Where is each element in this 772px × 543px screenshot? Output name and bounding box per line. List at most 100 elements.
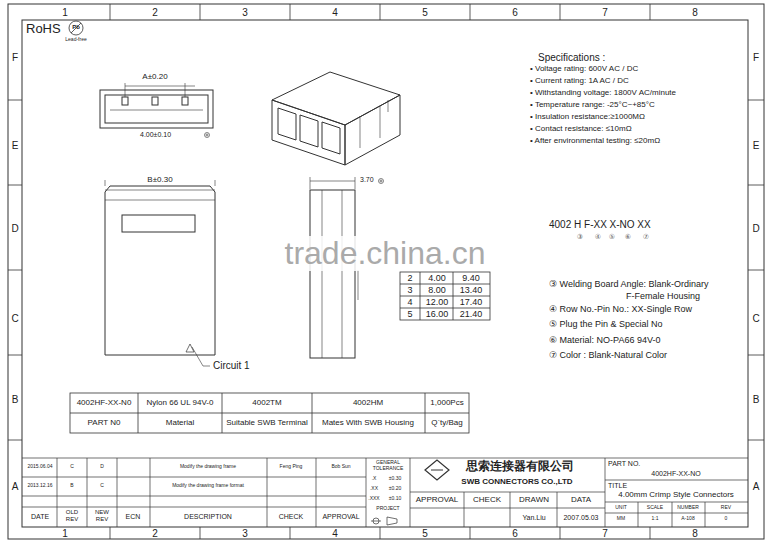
drawing-label: B	[70, 483, 73, 489]
drawing-label: TITLE	[608, 482, 627, 490]
drawing-label: A±0.20	[142, 73, 167, 82]
drawing-label: GENERAL TOLERANCE	[369, 460, 407, 471]
drawing-label: • Current rating: 1A AC / DC	[530, 77, 629, 86]
drawing-label: 12.00	[426, 298, 449, 308]
drawing-label: A-108	[681, 516, 694, 522]
drawing-label: DATA	[571, 496, 591, 505]
drawing-label: RoHS	[26, 22, 61, 36]
drawing-label: 4.00±0.10	[140, 131, 171, 139]
drawing-label: 5	[422, 7, 428, 18]
drawing-label: ⑥ Material: NO-PA66 94V-0	[549, 336, 660, 346]
drawing-label: 2	[152, 528, 158, 539]
drawing-label: ③ Welding Board Angle: Blank-Ordinary	[549, 280, 708, 290]
drawing-label: DATE	[31, 513, 49, 521]
drawing-label: ±0.20	[389, 486, 401, 492]
drawing-label: DESCRIPTION	[184, 513, 232, 521]
drawing-label: 4	[332, 7, 338, 18]
drawing-label: ⑤ Plug the Pin & Special No	[549, 320, 663, 330]
drawing-label: NEW REV	[91, 509, 113, 522]
watermark: trade.china.cn	[280, 236, 489, 271]
drawing-label: 7	[602, 7, 608, 18]
drawing-label: PART NO.	[608, 460, 640, 468]
drawing-label: 6	[512, 7, 518, 18]
drawing-label: • Contact resistance: ≤10mΩ	[530, 125, 632, 134]
drawing-label: C	[11, 313, 18, 324]
drawing-label: 17.40	[460, 298, 483, 308]
drawing-label: OLD REV	[61, 509, 83, 522]
drawing-label: 3.70	[360, 176, 374, 184]
drawing-label: ±0.10	[389, 496, 401, 502]
drawing-label: 1,000Pcs	[430, 399, 463, 408]
drawing-label: Yan.Liu	[522, 514, 545, 522]
drawing-label: 1:1	[652, 516, 659, 522]
drawing-label: UNIT	[615, 505, 627, 511]
drawing-label: 5	[407, 310, 412, 320]
drawing-label: • Temperature range: -25°C~+85°C	[530, 101, 655, 110]
drawing-label: C	[70, 464, 74, 470]
drawing-label: SWB CONNECTORS CO.,LTD	[461, 478, 572, 487]
drawing-label: • After environmental testing: ≤20mΩ	[530, 137, 660, 146]
drawing-label: REV	[721, 505, 731, 511]
drawing-label: 3	[242, 528, 248, 539]
drawing-label: Mates With SWB Housing	[322, 419, 414, 428]
drawing-label: PROJECT	[376, 506, 399, 512]
drawing-label: APPROVAL	[322, 513, 359, 521]
drawing-label: 思索连接器有限公司	[466, 460, 574, 473]
drawing-label: F	[753, 52, 759, 63]
drawing-label: • Voltage rating: 600V AC / DC	[530, 65, 638, 74]
drawing-label: 2	[407, 274, 412, 284]
drawing-label: • Withstanding voltage: 1800V AC/minute	[530, 89, 676, 98]
drawing-label: 6	[512, 528, 518, 539]
drawing-label: 4.00mm Crimp Style Connectors	[618, 491, 734, 500]
drawing-label: .XXX	[368, 496, 379, 502]
drawing-label: Material	[166, 419, 194, 428]
drawing-label: Circuit 1	[213, 360, 250, 371]
drawing-label: 4002 H F-XX X-NO XX	[549, 219, 651, 230]
drawing-label: Modify the drawing frame format	[172, 483, 244, 489]
drawing-label: 1	[62, 528, 68, 539]
drawing-label: ⑦	[643, 233, 649, 241]
drawing-label: ③	[577, 233, 583, 241]
drawing-label: 13.40	[460, 286, 483, 296]
drawing-label: D	[100, 464, 104, 470]
drawing-label: PART N0	[88, 419, 121, 428]
drawing-label: D	[11, 223, 18, 234]
drawing-label: D	[752, 223, 759, 234]
drawing-label: MM	[617, 516, 625, 522]
drawing-label: 4002HF-XX-N0	[77, 399, 132, 408]
drawing-label: 2013.12.16	[27, 483, 52, 489]
drawing-label: 3	[407, 286, 412, 296]
drawing-label: E	[753, 140, 760, 151]
drawing-label: NUMBER	[677, 505, 699, 511]
drawing-label: ±0.30	[389, 476, 401, 482]
drawing-label: 7	[602, 528, 608, 539]
drawing-label: 8.00	[428, 286, 446, 296]
drawing-label: ⑤	[609, 233, 615, 241]
drawing-label: 4002HM	[353, 399, 383, 408]
drawing-label: E	[12, 140, 19, 151]
drawing-label: 2015.06.04	[27, 464, 52, 470]
drawing-label: Specifications :	[538, 52, 605, 63]
drawing-label: • Insulation resistance:≥1000MΩ	[530, 113, 645, 122]
drawing-label: Nylon 66 UL 94V-0	[147, 399, 214, 408]
drawing-label: 9.40	[462, 274, 480, 284]
drawing-label: 0	[725, 516, 728, 522]
drawing-label: 4	[332, 528, 338, 539]
drawing-label: B	[753, 394, 760, 405]
drawing-label: 21.40	[460, 310, 483, 320]
drawing-label: 8	[692, 528, 698, 539]
drawing-label: 2007.05.03	[563, 514, 598, 522]
drawing-label: B±0.30	[147, 176, 172, 185]
drawing-label: ECN	[126, 513, 141, 521]
drawing-label: F-Female Housing	[626, 292, 700, 302]
drawing-label: 4002HF-XX-NO	[651, 470, 700, 478]
drawing-label: DRAWN	[519, 496, 549, 505]
drawing-label: ④ Row No.-Pin No.: XX-Single Row	[549, 305, 692, 315]
drawing-label: Feng Ping	[280, 464, 303, 470]
drawing-label: 3	[242, 7, 248, 18]
drawing-label: APPROVAL	[416, 496, 459, 505]
drawing-label: Pb	[72, 24, 80, 31]
drawing-label: CHECK	[473, 496, 501, 505]
drawing-label: .XX	[370, 486, 378, 492]
drawing-label: Modify the drawing frame	[180, 464, 236, 470]
